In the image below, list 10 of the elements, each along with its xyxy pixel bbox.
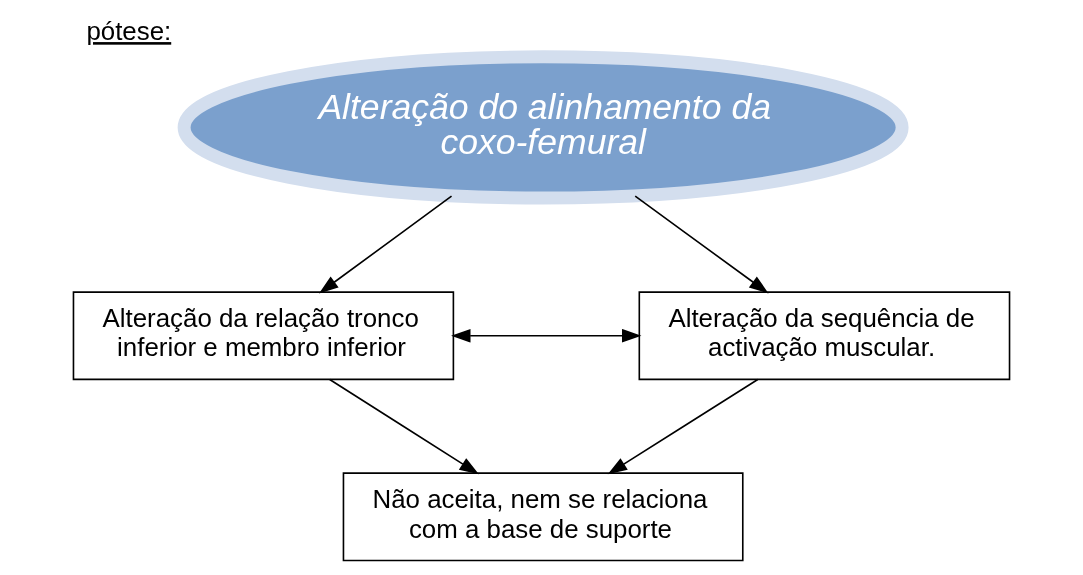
- node-box: Não aceita, nem se relaciona com a base de suporte: [342, 472, 744, 562]
- node-ellipse: Alteração do alinhamento da coxo-femural: [177, 50, 909, 205]
- node-box: Alteração da sequência de activação muscular.: [638, 291, 1011, 381]
- diagram-title: pótese:: [86, 17, 172, 46]
- arrow: [328, 378, 479, 475]
- arrow: [607, 378, 759, 475]
- node-box: Alteração da relação tronco inferior e membro inferior: [72, 291, 455, 381]
- arrow: [634, 195, 769, 294]
- arrow: [318, 195, 453, 294]
- arrow: [451, 328, 642, 343]
